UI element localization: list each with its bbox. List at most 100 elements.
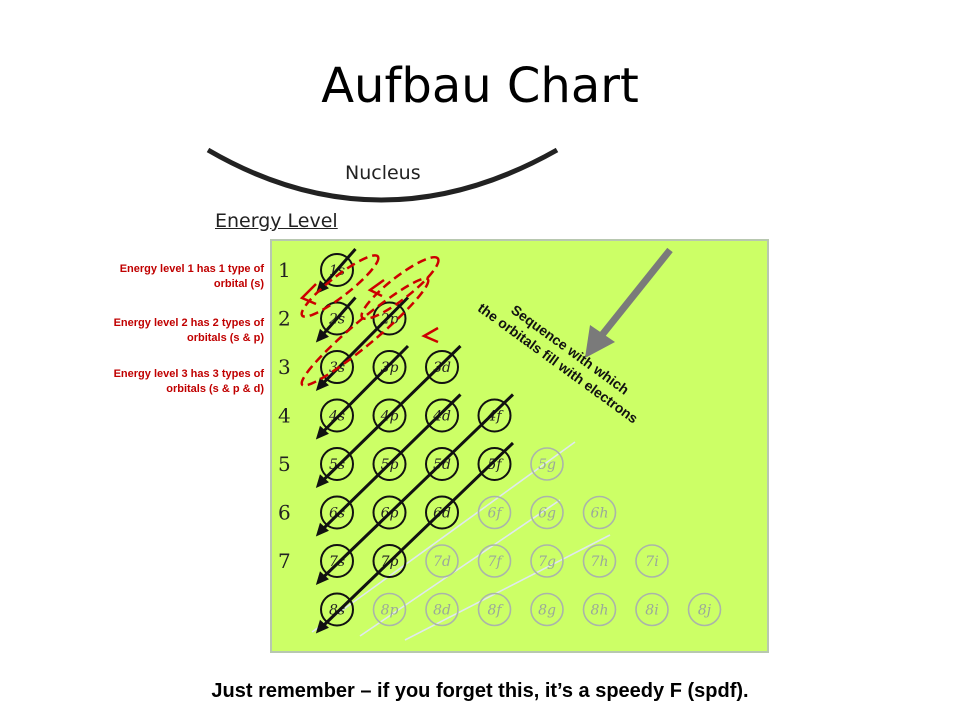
orbital-circle-6d [425,495,459,530]
note-level-2-line2: orbitals (s & p) [186,332,264,344]
orbital-circle-7f [477,544,512,578]
orbital-circle-6f [477,495,512,530]
level-number-4: 4 [278,404,291,428]
level-number-7: 7 [278,549,291,573]
chart-background [270,239,769,653]
orbital-circle-6g [530,495,564,530]
orbital-circle-1s [320,253,354,287]
orbital-label-8d: 8d [433,603,451,619]
orbital-circle-7i [635,544,669,578]
orbital-grid: 12345671s2s2p3s3p3d4s4p4d4f5s5p5d5f5g6s6… [278,248,722,641]
orbital-circle-7g [530,544,564,578]
fill-order-arrow-5 [318,344,462,485]
orbital-label-3d: 3d [433,360,451,376]
orbital-circle-5s [320,447,354,481]
orbital-label-8p: 8p [381,603,399,619]
orbital-circle-7p [372,544,407,578]
nucleus-arc [206,147,559,203]
guide-line [311,441,576,633]
orbital-circle-7s [320,544,354,578]
fill-order-arrowhead-4 [315,425,329,440]
fill-order-arrowhead-6 [315,522,329,537]
level-number-6: 6 [278,501,291,525]
fill-order-arrow-2 [318,296,357,339]
fill-order-arrow-7 [318,393,515,582]
orbital-label-7d: 7d [433,554,451,570]
orbital-label-7f: 7f [487,554,504,570]
orbital-label-7i: 7i [645,554,658,570]
orbital-circle-7h [582,544,617,578]
orbital-label-3p: 3p [381,360,399,376]
orbital-label-5f: 5f [487,457,504,473]
level-number-2: 2 [278,307,291,331]
orbital-circle-4d [425,398,459,433]
nucleus-label: Nucleus [345,162,421,184]
fill-order-arrowhead-7 [315,571,329,585]
orbital-label-7g: 7g [538,554,556,570]
fill-order-arrowhead-2 [315,328,329,343]
fill-order-arrow-1 [318,248,357,291]
energy-level-heading: Energy Level [215,210,338,232]
orbital-circle-8d [425,592,459,627]
orbital-label-8j: 8j [698,603,712,619]
orbital-circle-5g [530,447,564,481]
fill-order-arrow-4 [318,344,410,437]
level-number-1: 1 [278,258,291,282]
orbital-circle-8s [320,592,354,627]
orbital-label-8h: 8h [591,603,609,619]
orbital-circle-8i [635,592,669,627]
orbital-label-8f: 8f [487,603,504,619]
level-number-5: 5 [278,452,291,476]
highlight-ellipse-3 [300,277,430,387]
orbital-circle-6h [582,495,617,530]
footer-remark: Just remember – if you forget this, it’s… [211,680,749,702]
note-level-1-line1: Energy level 1 has 1 type of [119,263,264,275]
note-level-3: Energy level 3 has 3 types of orbitals (… [74,367,264,397]
red-dashed-highlights [300,254,440,387]
note-level-3-line2: orbitals (s & p & d) [166,383,264,395]
orbital-label-8g: 8g [538,603,556,619]
orbital-circle-8f [477,592,512,627]
orbital-circle-7d [425,544,459,578]
orbital-circle-6p [372,495,407,530]
orbital-label-7h: 7h [591,554,609,570]
orbital-circle-8h [582,592,617,627]
orbital-circle-2s [320,301,354,336]
note-level-1-line2: orbital (s) [213,278,264,290]
orbital-circle-4p [372,398,407,433]
orbital-circle-6s [320,495,354,530]
orbital-circle-3s [320,350,354,384]
highlight-ellipse-1 [300,254,380,318]
note-level-2-line1: Energy level 2 has 2 types of [113,317,264,329]
orbital-circle-4s [320,398,354,433]
orbital-circle-5f [477,447,512,481]
guide-line [404,534,611,641]
red-arrowheads [299,278,439,344]
fill-order-arrowhead-3 [315,377,329,391]
orbital-circle-8g [530,592,564,627]
orbital-circle-8j [687,592,722,627]
orbital-label-8i: 8i [645,603,658,619]
orbital-label-5g: 5g [538,457,556,473]
orbital-circle-3p [372,350,407,384]
level-number-3: 3 [278,355,291,379]
orbital-circle-8p [372,592,407,627]
guide-line [359,499,561,637]
orbital-circle-3d [425,350,459,384]
orbital-circle-4f [477,398,512,433]
orbital-label-6g: 6g [538,506,556,522]
orbital-circle-2p [372,301,407,336]
orbital-circle-5p [372,447,407,481]
page-title: Aufbau Chart [321,58,639,114]
fill-order-arrow-8 [318,441,515,631]
note-level-2: Energy level 2 has 2 types of orbitals (… [74,316,264,346]
orbital-label-4f: 4f [486,409,504,425]
orbital-label-4d: 4d [432,409,451,425]
orbital-label-6h: 6h [591,506,609,522]
note-level-1: Energy level 1 has 1 type of orbital (s) [74,262,264,292]
fill-order-arrowhead-5 [315,474,329,488]
fill-order-arrow-6 [318,393,462,534]
sequence-pointer-arrow [585,247,673,358]
orbital-circle-5d [425,447,459,481]
